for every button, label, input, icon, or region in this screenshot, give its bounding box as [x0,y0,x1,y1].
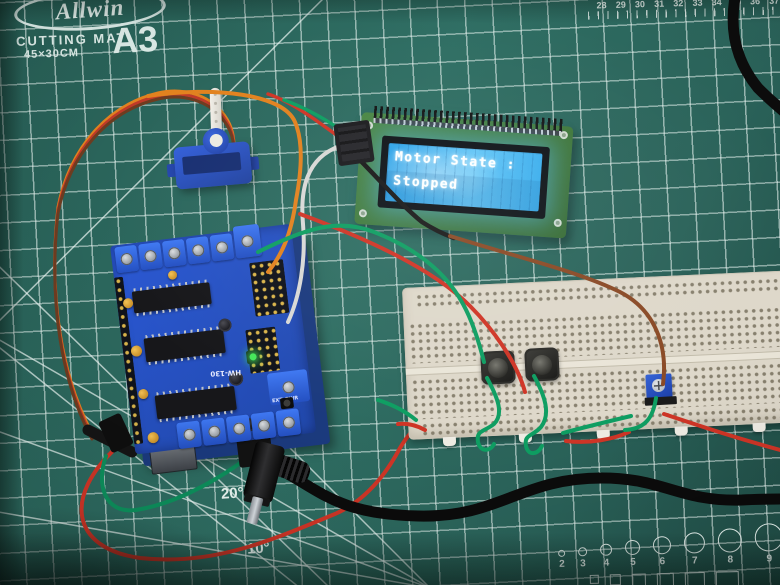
ruler-number: 30 [634,0,646,10]
template-circle [577,547,588,557]
template-square [715,571,740,585]
screw-terminal [200,417,227,447]
angle-label-10: 10° [246,539,271,558]
template-square [656,572,675,585]
template-circle [624,539,641,556]
trimmer-potentiometer [644,373,677,406]
capacitor-yellow [137,388,149,400]
template-circle [599,543,613,556]
angle-label-20: 20° [220,484,245,503]
template-circle-label: 6 [659,556,666,568]
template-circle-label: 8 [727,554,734,566]
template-circle-label: 2 [559,558,565,570]
mat-format-label: A3 [110,17,160,62]
mat-size-label: 45×30CM [23,47,80,61]
screw-terminal [161,238,187,268]
circle-template-item: 4 [599,543,613,569]
circle-template-item: 2 [558,549,566,570]
screw-terminal [185,236,211,265]
template-circle-label: 9 [766,553,773,565]
template-circle [558,549,566,557]
lcd-text-line1: Motor State : [394,149,517,173]
header-socket-block [249,259,290,317]
circle-template-item: 3 [577,547,588,570]
capacitor-yellow [147,431,160,444]
breadboard-foot [596,429,611,440]
lcd-module: Motor State : Stopped [354,105,574,239]
circle-template-item: 6 [652,535,672,568]
dupont-connector [333,119,375,167]
ruler-number: 32 [673,0,684,9]
breadboard-foot [518,433,533,443]
template-square [631,573,647,585]
screw-terminal-block [232,223,263,259]
breadboard [402,269,780,447]
screw-terminal [209,233,235,262]
template-square [589,574,599,584]
capacitor-yellow [130,344,143,358]
lcd-text-line2: Stopped [392,173,459,193]
circle-template-item: 9 [754,523,780,565]
screw-terminal [250,411,277,440]
capacitor-black [217,317,233,333]
micro-servo [166,87,260,192]
screw-terminal [138,241,164,271]
screw-terminal [176,420,203,450]
breadboard-foot [752,422,766,433]
breadboard-foot [442,436,457,447]
template-circle-label: 3 [579,558,586,570]
template-circle-label: 7 [691,555,698,567]
screw-terminal [275,408,302,437]
trimpot-adjust-screw [651,378,666,393]
circle-template: 2 3 4 5 6 7 8 9 [558,523,780,570]
push-button-1 [480,350,516,385]
circle-template-item: 8 [717,528,743,566]
breadboard-foot [674,426,688,436]
template-circle [717,528,743,553]
template-square [684,571,706,585]
circle-template-item: 5 [624,539,641,569]
driver-ic-chip [154,385,237,420]
push-button-2 [524,347,560,382]
ruler-number: 34 [711,0,722,8]
capacitor-yellow [122,297,134,309]
trimpot-base [644,396,677,406]
screw-terminal [114,244,140,274]
driver-ic-chip [143,328,226,363]
circle-template-item: 7 [683,532,706,567]
ruler-number: 36 [749,0,761,7]
template-circle [754,523,780,552]
template-circle [683,532,706,554]
reset-button [279,396,295,410]
shield-silkscreen-label: HW-130 [210,368,242,378]
ruler-number: 29 [615,0,626,10]
capacitor-yellow [167,270,178,281]
driver-ic-chip [131,282,212,314]
ruler-number: 37 [769,0,780,6]
template-circle-label: 4 [603,557,610,569]
lcd-screen: Motor State : Stopped [384,142,543,212]
mat-product-label: CUTTING MAT [15,30,127,49]
motor-driver-shield: HW-130 EXT_PWR [110,223,317,455]
ruler-number: 33 [692,0,703,8]
template-square [609,574,622,585]
ruler-number: 35 [730,0,742,7]
ruler-number: 31 [654,0,665,9]
template-circle-label: 5 [629,556,636,569]
screw-terminal [225,414,252,443]
template-circle [652,535,672,555]
ruler-number: 28 [596,0,607,11]
